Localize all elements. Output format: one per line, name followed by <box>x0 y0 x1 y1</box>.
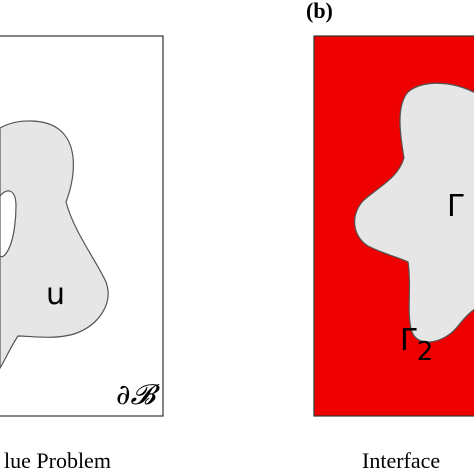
panel-b-outer-label-sub: 2 <box>417 337 434 367</box>
panel-a-boundary-label: ∂𝓑 <box>116 378 160 411</box>
panel-b-outer-label: Γ2 <box>400 323 433 367</box>
panel-b: (b) Γ Γ2 Interface <box>306 0 474 473</box>
panel-b-caption: Interface <box>362 448 440 473</box>
panel-b-inner-label: Γ <box>447 189 464 224</box>
panel-b-inner-shape <box>354 82 474 343</box>
panel-b-outer-label-base: Γ <box>400 323 417 358</box>
panel-a-region-label: u <box>46 277 65 312</box>
panel-a-caption: lue Problem <box>4 448 111 473</box>
panel-b-tag: (b) <box>306 0 333 23</box>
panel-a-hole <box>0 190 17 258</box>
panel-a-frame <box>0 35 164 417</box>
panel-a: u ∂𝓑 lue Problem <box>0 35 164 473</box>
panel-a-domain-shape <box>0 120 109 370</box>
